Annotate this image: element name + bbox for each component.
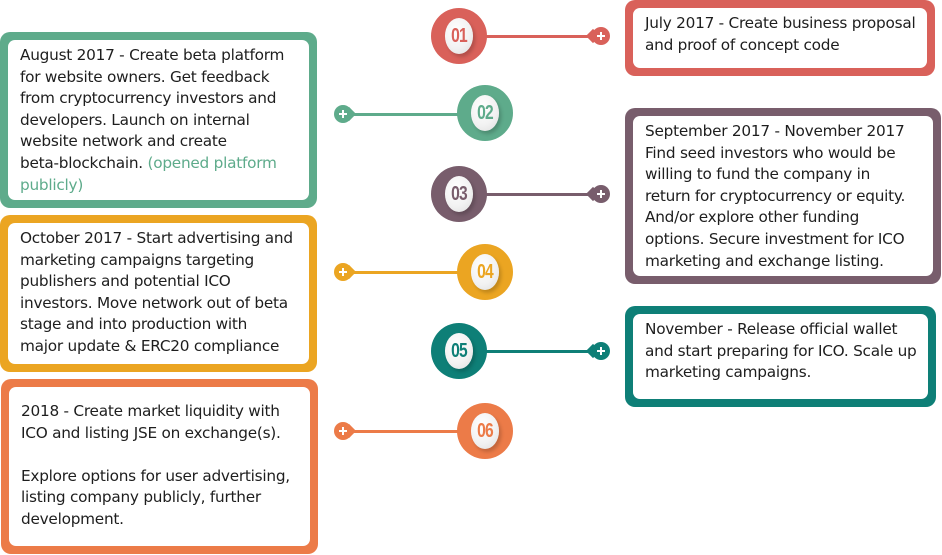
step-03-card: September 2017 - November 2017 Find seed… xyxy=(625,108,941,284)
step-02-description: August 2017 - Create beta platform for w… xyxy=(8,40,309,200)
step-06-card: 2018 - Create market liquidity with ICO … xyxy=(1,379,318,554)
step-02-highlight: (opened platform publicly) xyxy=(20,153,277,194)
step-02-text: August 2017 - Create beta platform for w… xyxy=(20,46,285,172)
step-01-description: July 2017 - Create business proposal and… xyxy=(633,8,927,68)
step-06-number: 06 xyxy=(470,413,500,449)
step-04-description: October 2017 - Start advertising and mar… xyxy=(8,223,309,364)
step-02-marker: 02 xyxy=(457,85,513,141)
step-01-marker: 01 xyxy=(431,8,487,64)
step-03-connector xyxy=(480,193,596,196)
step-05-card: November - Release official wallet and s… xyxy=(625,306,936,407)
step-05-number: 05 xyxy=(444,333,474,369)
step-04-number: 04 xyxy=(470,254,500,290)
step-02-card: August 2017 - Create beta platform for w… xyxy=(0,32,317,208)
plus-icon xyxy=(334,422,352,440)
step-01-number: 01 xyxy=(444,18,474,54)
step-06-marker: 06 xyxy=(457,403,513,459)
step-05-connector xyxy=(480,350,596,353)
step-03-description: September 2017 - November 2017 Find seed… xyxy=(633,116,933,276)
step-06-connector xyxy=(352,430,464,433)
step-04-connector xyxy=(352,271,464,274)
plus-icon xyxy=(592,185,610,203)
plus-icon xyxy=(592,342,610,360)
plus-icon xyxy=(592,27,610,45)
plus-icon xyxy=(334,105,352,123)
step-06-description: 2018 - Create market liquidity with ICO … xyxy=(9,387,310,546)
step-02-connector xyxy=(352,113,464,116)
plus-icon xyxy=(334,263,352,281)
step-01-connector xyxy=(480,35,596,38)
step-02-number: 02 xyxy=(470,95,500,131)
step-05-description: November - Release official wallet and s… xyxy=(633,314,928,399)
step-03-marker: 03 xyxy=(431,166,487,222)
step-01-card: July 2017 - Create business proposal and… xyxy=(625,0,935,76)
step-04-marker: 04 xyxy=(457,244,513,300)
step-03-number: 03 xyxy=(444,176,474,212)
step-05-marker: 05 xyxy=(431,323,487,379)
step-04-card: October 2017 - Start advertising and mar… xyxy=(0,215,317,372)
